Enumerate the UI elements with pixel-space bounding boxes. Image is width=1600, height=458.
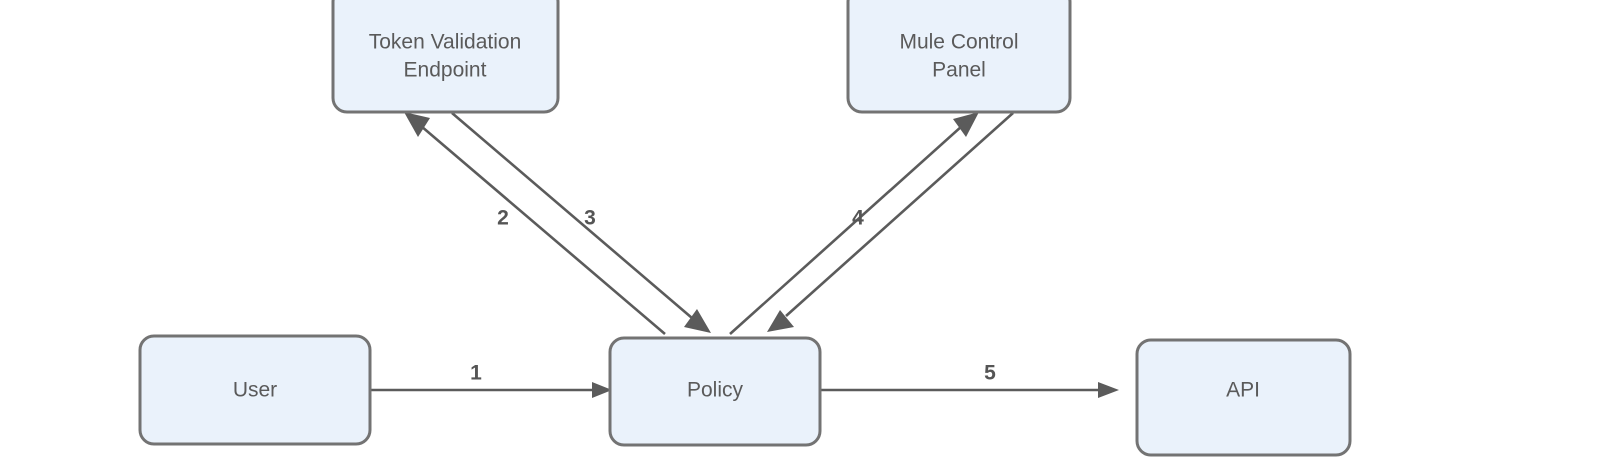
edge-3-arrowhead bbox=[684, 309, 711, 333]
api-label: API bbox=[1226, 379, 1260, 402]
token-validation-endpoint-label-line2: Endpoint bbox=[404, 59, 487, 82]
edge-policy-to-api bbox=[820, 382, 1119, 398]
token-validation-endpoint-box[interactable] bbox=[331, 0, 560, 114]
edge-label-5: 5 bbox=[984, 362, 996, 385]
token-validation-endpoint-label-line1: Token Validation bbox=[369, 31, 522, 54]
edge-label-3: 3 bbox=[584, 207, 596, 230]
edge-user-to-policy bbox=[370, 382, 612, 398]
node-token-validation-endpoint[interactable]: Token Validation Endpoint bbox=[331, 0, 560, 114]
edge-2-arrowhead bbox=[404, 112, 430, 137]
edge-3-line bbox=[451, 112, 693, 319]
edge-policy-to-token-validation bbox=[404, 112, 666, 335]
user-label: User bbox=[233, 379, 277, 402]
api-box[interactable] bbox=[1135, 338, 1352, 457]
edge-mule-return-arrowhead bbox=[767, 310, 794, 332]
edge-1-arrowhead bbox=[592, 382, 612, 398]
edge-label-2: 2 bbox=[497, 207, 509, 230]
node-api[interactable]: API bbox=[1135, 338, 1352, 457]
node-policy[interactable]: Policy bbox=[608, 336, 822, 447]
node-mule-control-panel[interactable]: Mule Control Panel bbox=[846, 0, 1072, 114]
policy-box[interactable] bbox=[608, 336, 822, 447]
edge-token-validation-to-policy bbox=[451, 112, 711, 333]
mule-control-panel-label-line2: Panel bbox=[932, 59, 986, 82]
edge-label-4: 4 bbox=[852, 207, 864, 230]
edge-2-line bbox=[420, 125, 666, 335]
edge-mule-control-panel-to-policy bbox=[767, 112, 1014, 332]
edge-4-line bbox=[729, 125, 963, 335]
edge-policy-to-mule-control-panel bbox=[729, 112, 979, 335]
mule-control-panel-box[interactable] bbox=[846, 0, 1072, 114]
policy-label: Policy bbox=[687, 379, 744, 402]
user-box[interactable] bbox=[138, 334, 372, 446]
edge-mule-return-line bbox=[785, 112, 1014, 317]
edge-4-arrowhead bbox=[953, 112, 979, 137]
edge-label-1: 1 bbox=[470, 362, 482, 385]
node-user[interactable]: User bbox=[138, 334, 372, 446]
edge-5-arrowhead bbox=[1098, 382, 1119, 398]
mule-control-panel-label-line1: Mule Control bbox=[899, 31, 1018, 54]
